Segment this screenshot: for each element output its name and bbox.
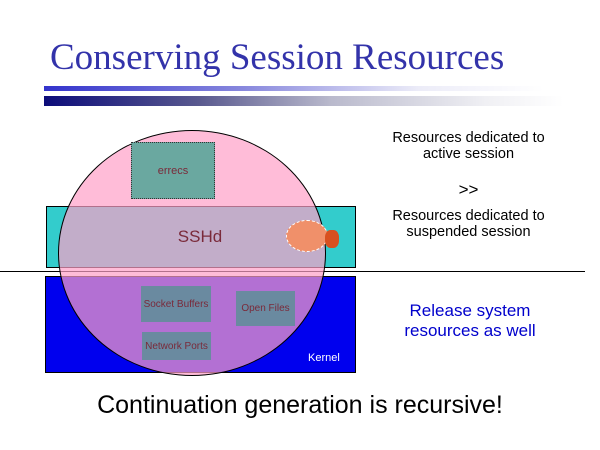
socket-buffers-label: Socket Buffers [143,298,209,310]
sshd-label: SSHd [177,227,223,246]
open-files-box: Open Files [236,291,295,326]
kernel-label: Kernel [308,352,340,364]
greater-than-symbol: >> [458,180,479,199]
open-files-label: Open Files [241,303,290,314]
suspended-resources-text: Resources dedicated to suspended session [392,208,545,240]
errecs-box: errecs [131,142,215,199]
footer-text: Continuation generation is recursive! [97,391,503,419]
slide-title: Conserving Session Resources [50,37,505,78]
errecs-label: errecs [157,164,189,177]
title-underline-bottom [44,96,564,106]
active-resources-text: Resources dedicated to active session [392,130,545,162]
network-ports-box: Network Ports [142,332,211,360]
crab-claw-icon [325,230,339,248]
crab-icon [286,220,328,252]
socket-buffers-box: Socket Buffers [141,286,211,322]
network-ports-label: Network Ports [145,340,208,352]
title-underline-top [44,86,544,91]
release-resources-text: Release system resources as well [404,301,536,340]
